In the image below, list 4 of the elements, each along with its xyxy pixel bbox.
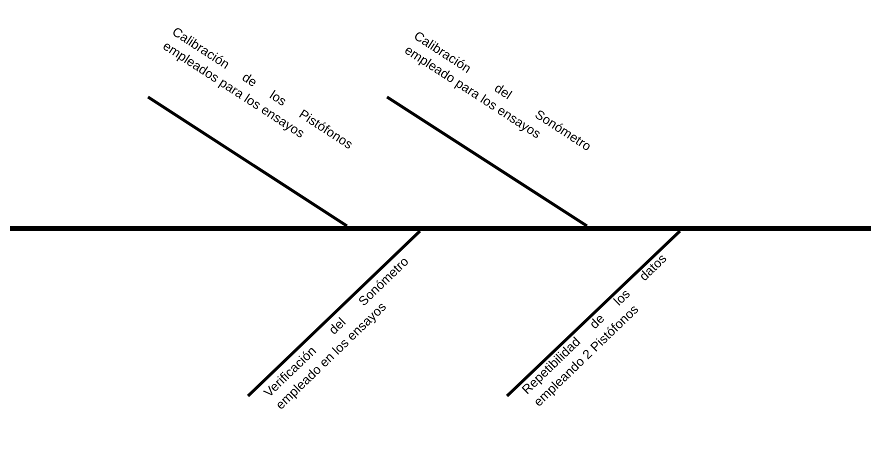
fishbone-line [386,96,588,228]
fishbone-line [246,230,422,398]
fishbone-line [147,96,348,228]
fishbone-line [506,230,682,398]
